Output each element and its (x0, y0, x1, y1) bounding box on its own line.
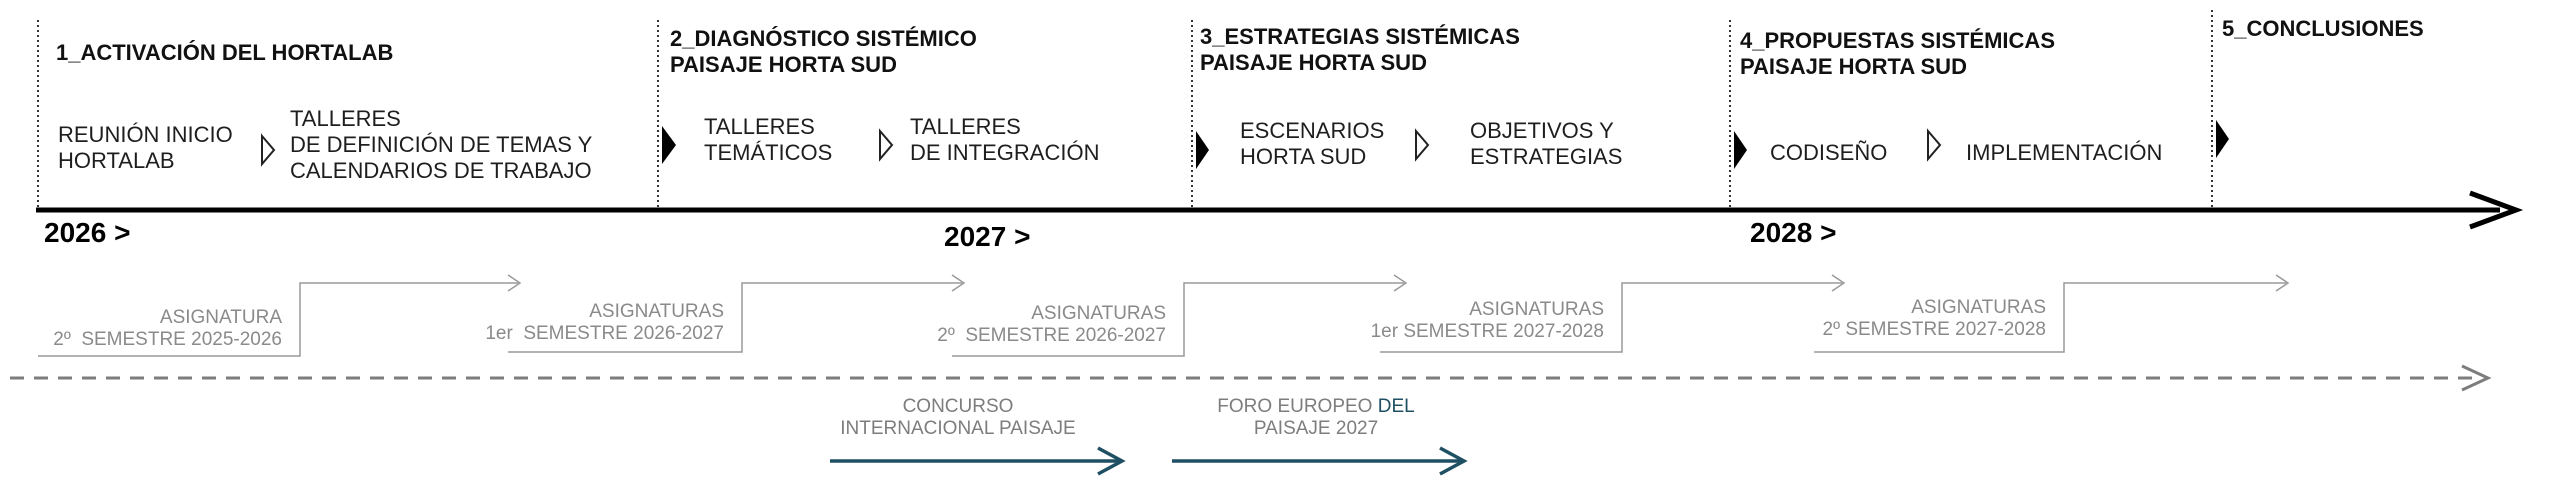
arrow-right-icon (1393, 274, 1408, 292)
asignatura-label: ASIGNATURAS 2º SEMESTRE 2026-2027 (937, 303, 1166, 347)
asignatura-step (508, 282, 962, 353)
event-foro-text-highlight: DEL (1377, 396, 1415, 417)
asignatura-label: ASIGNATURA 2º SEMESTRE 2025-2026 (53, 307, 282, 351)
asignatura-label: ASIGNATURAS 1er SEMESTRE 2027-2028 (1370, 299, 1604, 343)
chevron-right-icon (879, 128, 894, 162)
asignatura-label: ASIGNATURAS 1er SEMESTRE 2026-2027 (485, 301, 724, 345)
arrow-right-icon (1439, 446, 1468, 476)
step-talleres-integracion: TALLERES DE INTEGRACIÓN (910, 114, 1100, 165)
step-reunion-inicio: REUNIÓN INICIO HORTALAB (58, 122, 233, 173)
event-foro-label: FORO EUROPEO DEL PAISAJE 2027 (1180, 396, 1452, 441)
arrow-right-icon (1831, 274, 1846, 292)
asignatura-label: ASIGNATURAS 2º SEMESTRE 2027-2028 (1822, 297, 2046, 341)
phase-title-5: 5_CONCLUSIONES (2222, 16, 2424, 41)
arrow-right-icon (2275, 274, 2290, 292)
phase-start-icon (2216, 120, 2229, 158)
arrow-right-icon (1097, 446, 1126, 476)
step-codiseno: CODISEÑO (1770, 140, 1888, 165)
chevron-right-icon (1415, 128, 1430, 162)
step-talleres-definicion: TALLERES DE DEFINICIÓN DE TEMAS Y CALEND… (290, 106, 593, 183)
phase-title-3: 3_ESTRATEGIAS SISTÉMICAS PAISAJE HORTA S… (1200, 24, 1520, 75)
chevron-right-icon (1927, 128, 1942, 162)
asignatura-step (38, 282, 518, 357)
phase-title-2: 2_DIAGNÓSTICO SISTÉMICO PAISAJE HORTA SU… (670, 26, 977, 77)
arrow-right-icon (951, 274, 966, 292)
arrow-right-icon (2461, 364, 2492, 392)
event-foro-text-post: PAISAJE 2027 (1253, 418, 1379, 440)
step-talleres-tematicos: TALLERES TEMÁTICOS (704, 114, 833, 165)
step-implementacion: IMPLEMENTACIÓN (1966, 140, 2163, 165)
phase-start-icon (1734, 131, 1747, 169)
year-2026: 2026 > (44, 217, 131, 248)
arrow-right-icon (507, 274, 522, 292)
chevron-right-icon (261, 133, 276, 167)
event-concurso-label: CONCURSO INTERNACIONAL PAISAJE (840, 396, 1076, 440)
year-2027: 2027 > (944, 221, 1031, 252)
phase-start-icon (1196, 131, 1209, 169)
step-objetivos: OBJETIVOS Y ESTRATEGIAS (1470, 118, 1623, 169)
phase-title-1: 1_ACTIVACIÓN DEL HORTALAB (56, 40, 394, 65)
asignatura-step (1814, 282, 2286, 353)
year-2028: 2028 > (1750, 217, 1837, 248)
phase-start-icon (662, 126, 676, 164)
timeline-arrow-icon (2469, 190, 2524, 230)
asignatura-step (952, 282, 1404, 357)
step-escenarios: ESCENARIOS HORTA SUD (1240, 118, 1385, 169)
event-foro-text-pre: FORO EUROPEO (1217, 396, 1378, 417)
phase-title-4: 4_PROPUESTAS SISTÉMICAS PAISAJE HORTA SU… (1740, 28, 2055, 79)
asignatura-step (1380, 282, 1842, 353)
